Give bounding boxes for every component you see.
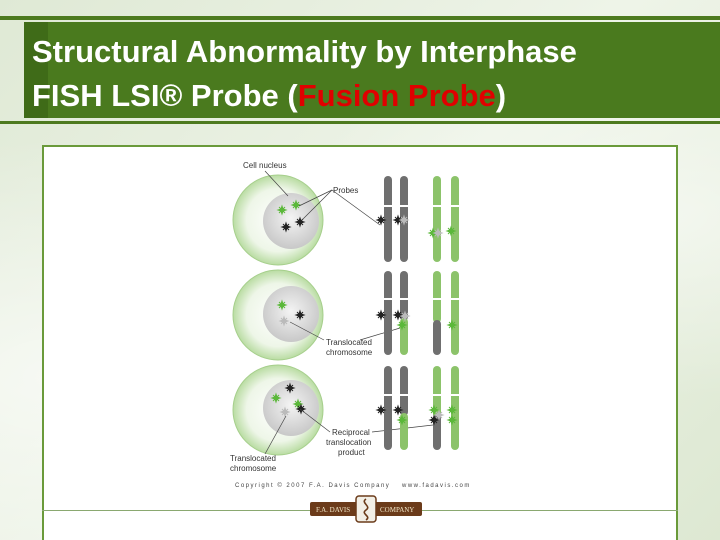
title-accent: Fusion Probe xyxy=(297,78,496,113)
fish-diagram-svg: Cell nucleus Probes xyxy=(230,161,471,489)
probe-dark-4 xyxy=(285,383,295,393)
label-reciprocal-line2: translocation xyxy=(326,438,371,447)
chromosome-set-2 xyxy=(376,271,460,355)
chromosome-set-1 xyxy=(376,176,460,262)
fish-diagram: Cell nucleus Probes xyxy=(190,150,530,495)
label-translocated-2-line2: chromosome xyxy=(230,464,277,473)
probe-light-1 xyxy=(279,316,289,326)
title-line-2-suffix: ) xyxy=(495,78,507,113)
title-bar-shade xyxy=(24,22,48,118)
label-reciprocal-line3: product xyxy=(338,448,365,457)
probe-green-3 xyxy=(277,300,287,310)
title-bottom-line xyxy=(0,121,720,124)
slide-title: Structural Abnormality by Interphase FIS… xyxy=(32,30,712,118)
logo-left-text: F.A. DAVIS xyxy=(316,506,350,514)
probe-dark-3 xyxy=(295,310,305,320)
probe-green-2 xyxy=(291,200,301,210)
title-bar xyxy=(24,22,720,118)
probe-dark-1 xyxy=(281,222,291,232)
cell-translocated xyxy=(232,269,324,361)
probe-green-1 xyxy=(277,205,287,215)
probe-light-2 xyxy=(280,407,290,417)
cell-normal xyxy=(232,174,324,266)
label-translocated-2-line1: Translocated xyxy=(230,454,276,463)
top-accent-line xyxy=(0,16,720,20)
title-line-1: Structural Abnormality by Interphase xyxy=(32,34,577,69)
probe-green-4 xyxy=(271,393,281,403)
figure-website: www.fadavis.com xyxy=(401,483,471,489)
cell-reciprocal xyxy=(232,364,324,456)
chromosome-set-3 xyxy=(376,366,460,450)
label-translocated-1-line2: chromosome xyxy=(326,348,373,357)
publisher-logo: F.A. DAVIS COMPANY xyxy=(308,494,424,524)
publisher-logo-svg: F.A. DAVIS COMPANY xyxy=(310,495,422,523)
logo-right-text: COMPANY xyxy=(380,506,414,514)
label-reciprocal-line1: Reciprocal xyxy=(332,428,370,437)
title-line-2-prefix: FISH LSI® Probe ( xyxy=(32,78,298,113)
label-cell-nucleus: Cell nucleus xyxy=(243,161,287,170)
label-probes: Probes xyxy=(333,186,358,195)
label-translocated-1-line1: Translocated xyxy=(326,338,372,347)
figure-copyright: Copyright © 2007 F.A. Davis Company xyxy=(235,482,390,489)
